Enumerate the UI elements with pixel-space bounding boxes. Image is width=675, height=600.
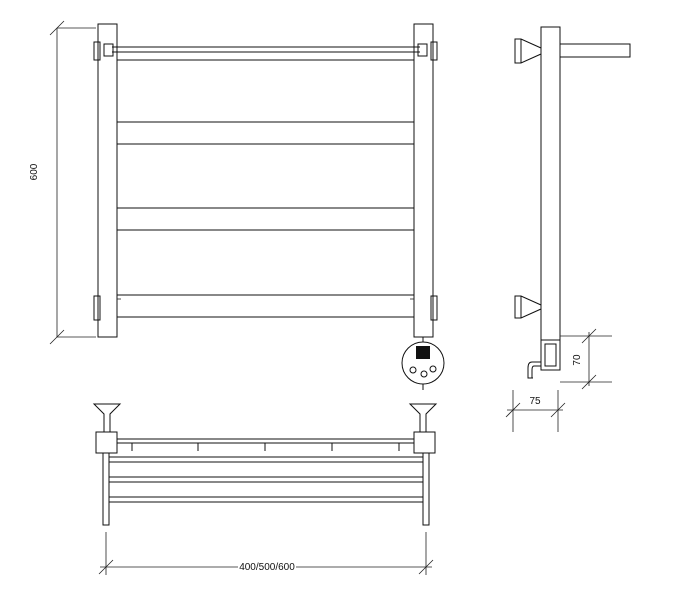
plan-left-leg [102, 452, 110, 526]
control-button [409, 366, 417, 374]
control-button [420, 370, 428, 378]
top-left-bracket [93, 41, 101, 61]
plan-left-wall-mount [92, 403, 122, 433]
top-right-bracket [430, 41, 438, 61]
display-panel [416, 346, 430, 359]
plan-hooks [131, 443, 400, 451]
top-left-clamp [103, 43, 114, 57]
heater-cable [527, 361, 541, 379]
plan-right-leg [422, 452, 430, 526]
bottom-wall-mount [514, 295, 542, 319]
plan-right-wall-mount [408, 403, 438, 433]
horizontal-bars [117, 121, 414, 318]
plan-rails [109, 456, 423, 503]
offset-dimension-label: 75 [529, 396, 541, 407]
top-right-clamp [417, 43, 428, 57]
right-upright [413, 23, 434, 338]
plan-right-block [413, 431, 436, 454]
bottom-left-bracket [93, 295, 101, 321]
front-view: 600 [29, 20, 445, 390]
side-top-arm [559, 43, 631, 58]
control-button [429, 365, 437, 373]
bottom-right-bracket [430, 295, 438, 321]
side-upright [540, 26, 561, 341]
plan-left-block [95, 431, 118, 454]
left-upright [97, 23, 118, 338]
control-height-label: 70 [572, 354, 583, 366]
plan-view: 400/500/600 [92, 403, 438, 575]
top-wall-mount [514, 38, 542, 64]
side-view: 70 75 [505, 26, 631, 432]
height-dimension-label: 600 [29, 163, 40, 180]
width-dimension-label: 400/500/600 [239, 562, 295, 573]
